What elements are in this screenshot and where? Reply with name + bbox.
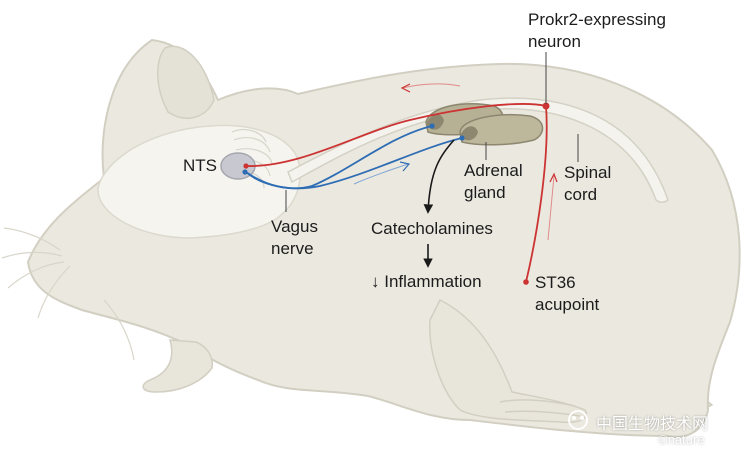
nts-red-dot — [243, 163, 249, 169]
label-st36-line1: ST36 — [535, 273, 576, 292]
adrenal-blue-dot-b — [459, 135, 465, 141]
st36-dot — [523, 279, 529, 285]
label-inflammation: ↓ Inflammation — [371, 272, 482, 291]
label-vagus-nerve: Vagus nerve — [271, 216, 318, 260]
nature-credit: ©nature — [658, 432, 705, 447]
label-nts: NTS — [183, 156, 217, 175]
rostral-signal-arrow — [401, 83, 461, 89]
label-spinal-line2: cord — [564, 185, 598, 204]
label-prokr2-line1: Prokr2-expressing — [528, 10, 666, 29]
prokr2-neuron-path — [245, 103, 548, 283]
vagus-nerve-path-b — [245, 137, 463, 190]
adrenal-gland-right — [459, 114, 544, 146]
label-spinal-cord: Spinal cord — [564, 162, 611, 206]
rostral-signal-arrowhead — [400, 83, 411, 93]
label-adrenal-gland: Adrenal gland — [464, 160, 523, 204]
adrenal-cortex-right — [460, 126, 478, 141]
vagal-signal-arrowhead — [399, 161, 411, 172]
hind-foot-toes — [499, 399, 581, 417]
nts-blue-dot — [242, 169, 248, 175]
adrenal-blue-dot-a — [429, 123, 435, 129]
label-prokr2-line2: neuron — [528, 32, 581, 51]
ascending-signal-arrowhead — [549, 172, 558, 183]
label-catecholamines: Catecholamines — [371, 219, 493, 238]
ascending-signal-arrow — [547, 175, 555, 241]
vagal-signal-arrow — [353, 163, 409, 185]
label-st36-acupoint: ST36 acupoint — [535, 272, 599, 316]
label-st36-line2: acupoint — [535, 295, 600, 314]
prokr2-neuron-body — [542, 102, 550, 110]
watermark-logo — [568, 410, 588, 430]
adrenal-to-catecholamines-arrow — [423, 139, 455, 214]
label-spinal-line1: Spinal — [564, 163, 612, 182]
whiskers — [1, 227, 135, 361]
watermark-text: 中国生物技术网 — [596, 414, 709, 433]
mouse-ear — [157, 45, 215, 119]
front-paw — [142, 339, 214, 393]
label-vagus-line2: nerve — [271, 239, 314, 258]
label-prokr2-neuron: Prokr2-expressing neuron — [528, 9, 666, 53]
hind-leg — [429, 298, 587, 424]
brain — [97, 124, 301, 239]
label-vagus-line1: Vagus — [271, 217, 318, 236]
label-adrenal-line2: gland — [464, 183, 506, 202]
label-adrenal-line1: Adrenal — [464, 161, 523, 180]
